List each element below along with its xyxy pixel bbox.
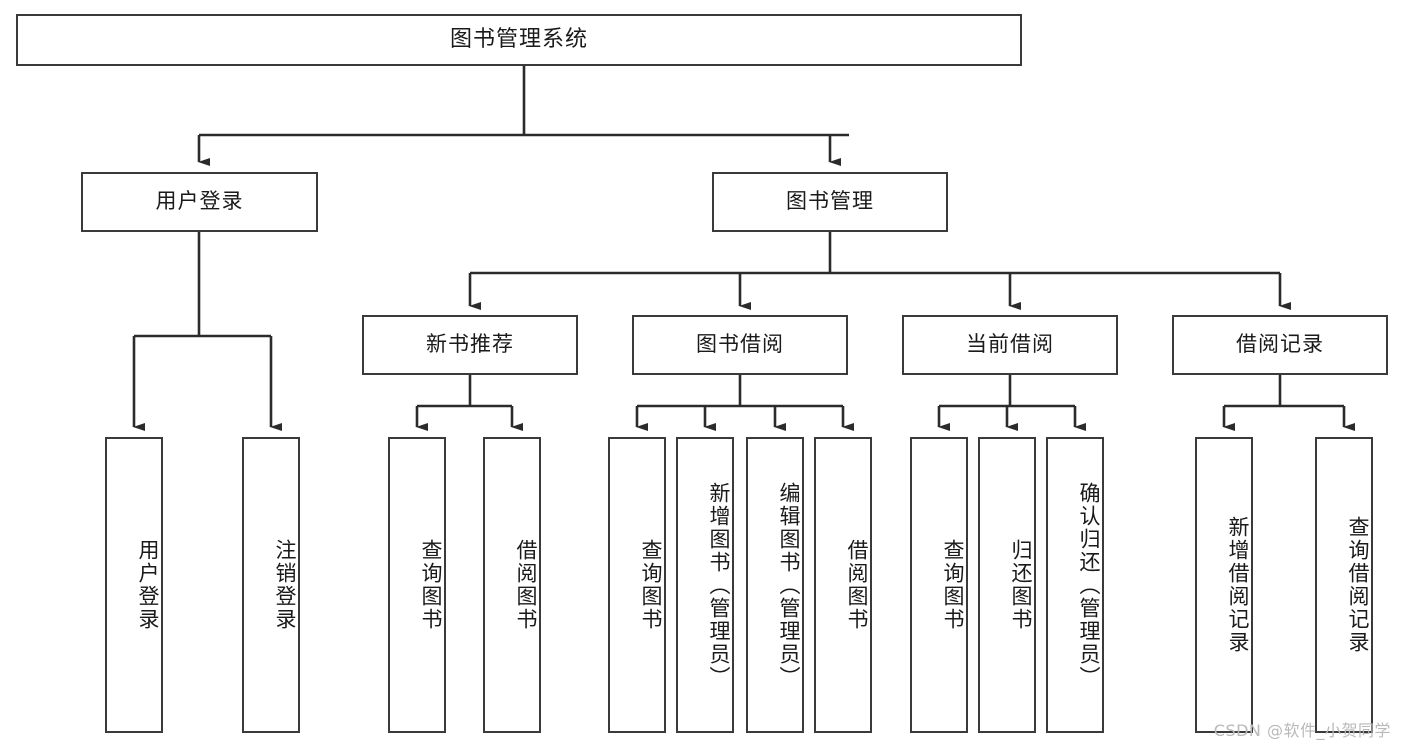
leaf-confirm-return-admin[interactable]: 确认归还（管理员） [1046,437,1104,733]
leaf-query-book-recommend[interactable]: 查询图书 [388,437,446,733]
node-user-login[interactable]: 用户登录 [81,172,318,232]
node-new-book-recommend[interactable]: 新书推荐 [362,315,578,375]
node-root[interactable]: 图书管理系统 [16,14,1022,66]
leaf-add-borrow-record[interactable]: 新增借阅记录 [1195,437,1253,733]
leaf-return-book[interactable]: 归还图书 [978,437,1036,733]
leaf-add-book-admin[interactable]: 新增图书（管理员） [676,437,734,733]
leaf-borrow-book-recommend[interactable]: 借阅图书 [483,437,541,733]
node-book-borrow[interactable]: 图书借阅 [632,315,848,375]
leaf-user-login[interactable]: 用户登录 [105,437,163,733]
node-borrow-record[interactable]: 借阅记录 [1172,315,1388,375]
leaf-edit-book-admin[interactable]: 编辑图书（管理员） [746,437,804,733]
watermark-text: CSDN @软件_小贺同学 [1213,721,1391,740]
leaf-borrow-book[interactable]: 借阅图书 [814,437,872,733]
leaf-query-borrow-record[interactable]: 查询借阅记录 [1315,437,1373,733]
leaf-logout-login[interactable]: 注销登录 [242,437,300,733]
leaf-query-book-borrow[interactable]: 查询图书 [608,437,666,733]
node-book-manage[interactable]: 图书管理 [712,172,948,232]
leaf-query-book-current[interactable]: 查询图书 [910,437,968,733]
node-current-borrow[interactable]: 当前借阅 [902,315,1118,375]
